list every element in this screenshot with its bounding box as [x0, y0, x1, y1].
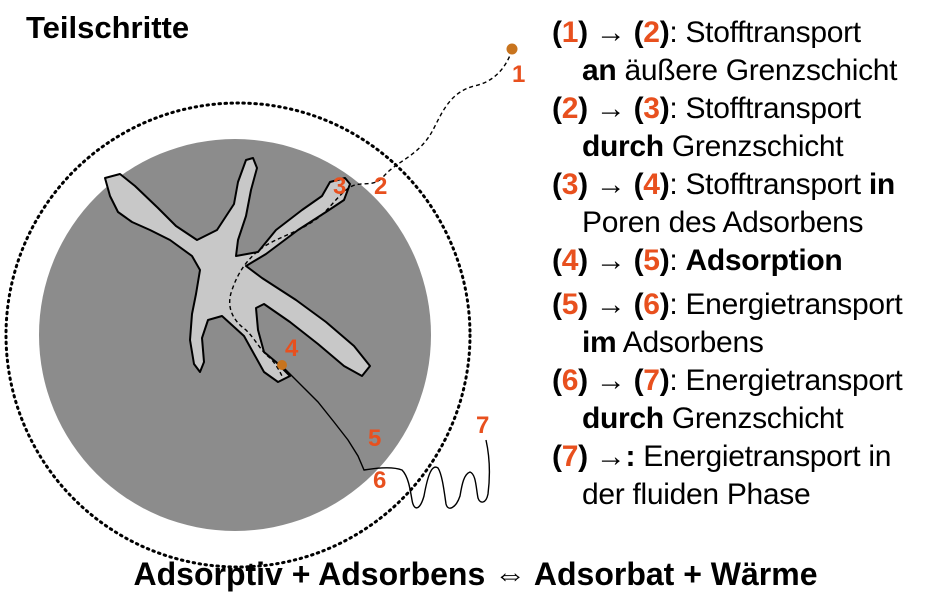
step-6: (6) → (7): Energietransport durch Grenzs… [552, 362, 947, 438]
step-1: (1) → (2): Stofftransport an äußere Gren… [552, 14, 947, 90]
equation-right: Adsorbat + Wärme [526, 556, 817, 592]
adsorptive-molecule-start [507, 44, 518, 55]
step-4: (4) → (5): Adsorption [552, 242, 947, 280]
step-7: (7) →: Energietransport in der fluiden P… [552, 438, 947, 514]
adsorption-equation: Adsorptiv + Adsorbens ⇔ Adsorbat + Wärme [0, 556, 951, 593]
equilibrium-symbol: ⇔ [494, 556, 526, 592]
marker-5: 5 [368, 425, 381, 452]
step-2: (2) → (3): Stofftransport durch Grenzsch… [552, 90, 947, 166]
step-3: (3) → (4): Stofftransport in Poren des A… [552, 166, 947, 242]
equation-left: Adsorptiv + Adsorbens [134, 556, 495, 592]
marker-2: 2 [374, 173, 387, 200]
step-5: (5) → (6): Energietransport im Adsorbens [552, 286, 947, 362]
marker-1: 1 [512, 61, 525, 88]
marker-4: 4 [285, 335, 299, 362]
step-list: (1) → (2): Stofftransport an äußere Gren… [552, 14, 947, 514]
marker-7: 7 [476, 412, 489, 439]
marker-3: 3 [333, 173, 346, 200]
marker-6: 6 [373, 467, 386, 494]
